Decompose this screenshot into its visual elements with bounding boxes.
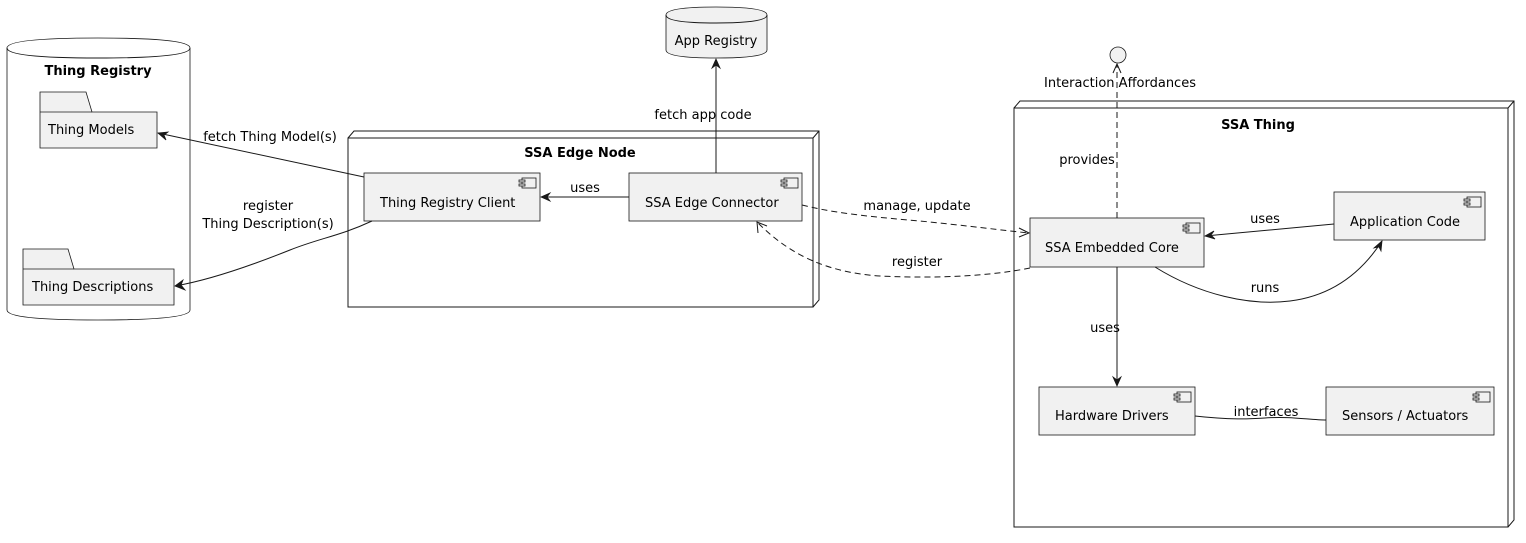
thing-models-folder[interactable]: Thing Models — [39, 91, 158, 149]
edge-interfaces-label: interfaces — [1234, 405, 1299, 420]
edge-interfaces: interfaces — [1194, 405, 1327, 421]
thing-descriptions-label: Thing Descriptions — [31, 280, 153, 295]
ssa-edge-connector-label: SSA Edge Connector — [645, 196, 779, 211]
edge-uses-drivers: uses — [1090, 267, 1122, 387]
edge-register-thing-descriptions: register Thing Description(s) — [174, 199, 373, 291]
edge-register-td-label-1: register — [243, 199, 294, 214]
edge-uses-core-label: uses — [1250, 212, 1280, 227]
edge-register-core-label: register — [892, 255, 943, 270]
thing-models-label: Thing Models — [47, 123, 134, 138]
edge-fetch-thing-models: fetch Thing Model(s) — [157, 130, 365, 178]
edge-register-td-label-2: Thing Description(s) — [201, 217, 333, 232]
sensors-actuators-label: Sensors / Actuators — [1342, 409, 1468, 424]
application-code-label: Application Code — [1350, 215, 1460, 230]
edge-fetch-app-code: fetch app code — [654, 58, 752, 173]
edge-uses-registry-client-label: uses — [570, 181, 600, 196]
thing-registry-client-label: Thing Registry Client — [379, 196, 515, 211]
interaction-affordances-interface[interactable]: Interaction Affordances — [1044, 46, 1196, 91]
hardware-drivers-component[interactable]: Hardware Drivers — [1038, 386, 1196, 436]
thing-descriptions-folder[interactable]: Thing Descriptions — [22, 248, 175, 306]
edge-node-title: SSA Edge Node — [524, 146, 636, 161]
ssa-embedded-core-component[interactable]: SSA Embedded Core — [1029, 217, 1205, 268]
edge-manage-update: manage, update — [801, 199, 1031, 238]
edge-manage-update-label: manage, update — [863, 199, 970, 214]
edge-register-core: register — [756, 221, 1031, 278]
edge-runs-label: runs — [1251, 281, 1280, 296]
app-registry-database[interactable]: App Registry — [665, 6, 768, 59]
app-registry-label: App Registry — [675, 34, 758, 49]
edge-uses-drivers-label: uses — [1090, 321, 1120, 336]
edge-runs: runs — [1154, 240, 1383, 303]
thing-registry-title: Thing Registry — [44, 64, 152, 79]
sensors-actuators-component[interactable]: Sensors / Actuators — [1325, 386, 1495, 436]
edge-uses-core: uses — [1203, 212, 1335, 240]
edge-provides-label: provides — [1059, 153, 1115, 168]
thing-registry-client-component[interactable]: Thing Registry Client — [363, 172, 541, 222]
ssa-edge-node: SSA Edge Node — [347, 130, 820, 308]
edge-fetch-thing-models-label: fetch Thing Model(s) — [203, 130, 337, 145]
application-code-component[interactable]: Application Code — [1333, 191, 1486, 241]
ssa-thing-node: SSA Thing — [1013, 100, 1515, 528]
edge-fetch-app-code-label: fetch app code — [654, 108, 751, 123]
edge-uses-registry-client: uses — [540, 181, 629, 202]
edge-provides: provides — [1059, 62, 1122, 218]
ssa-thing-title: SSA Thing — [1221, 118, 1295, 133]
interaction-affordances-label: Interaction Affordances — [1044, 76, 1196, 91]
ssa-edge-connector-component[interactable]: SSA Edge Connector — [628, 172, 803, 222]
ssa-embedded-core-label: SSA Embedded Core — [1045, 241, 1179, 256]
hardware-drivers-label: Hardware Drivers — [1055, 409, 1169, 424]
